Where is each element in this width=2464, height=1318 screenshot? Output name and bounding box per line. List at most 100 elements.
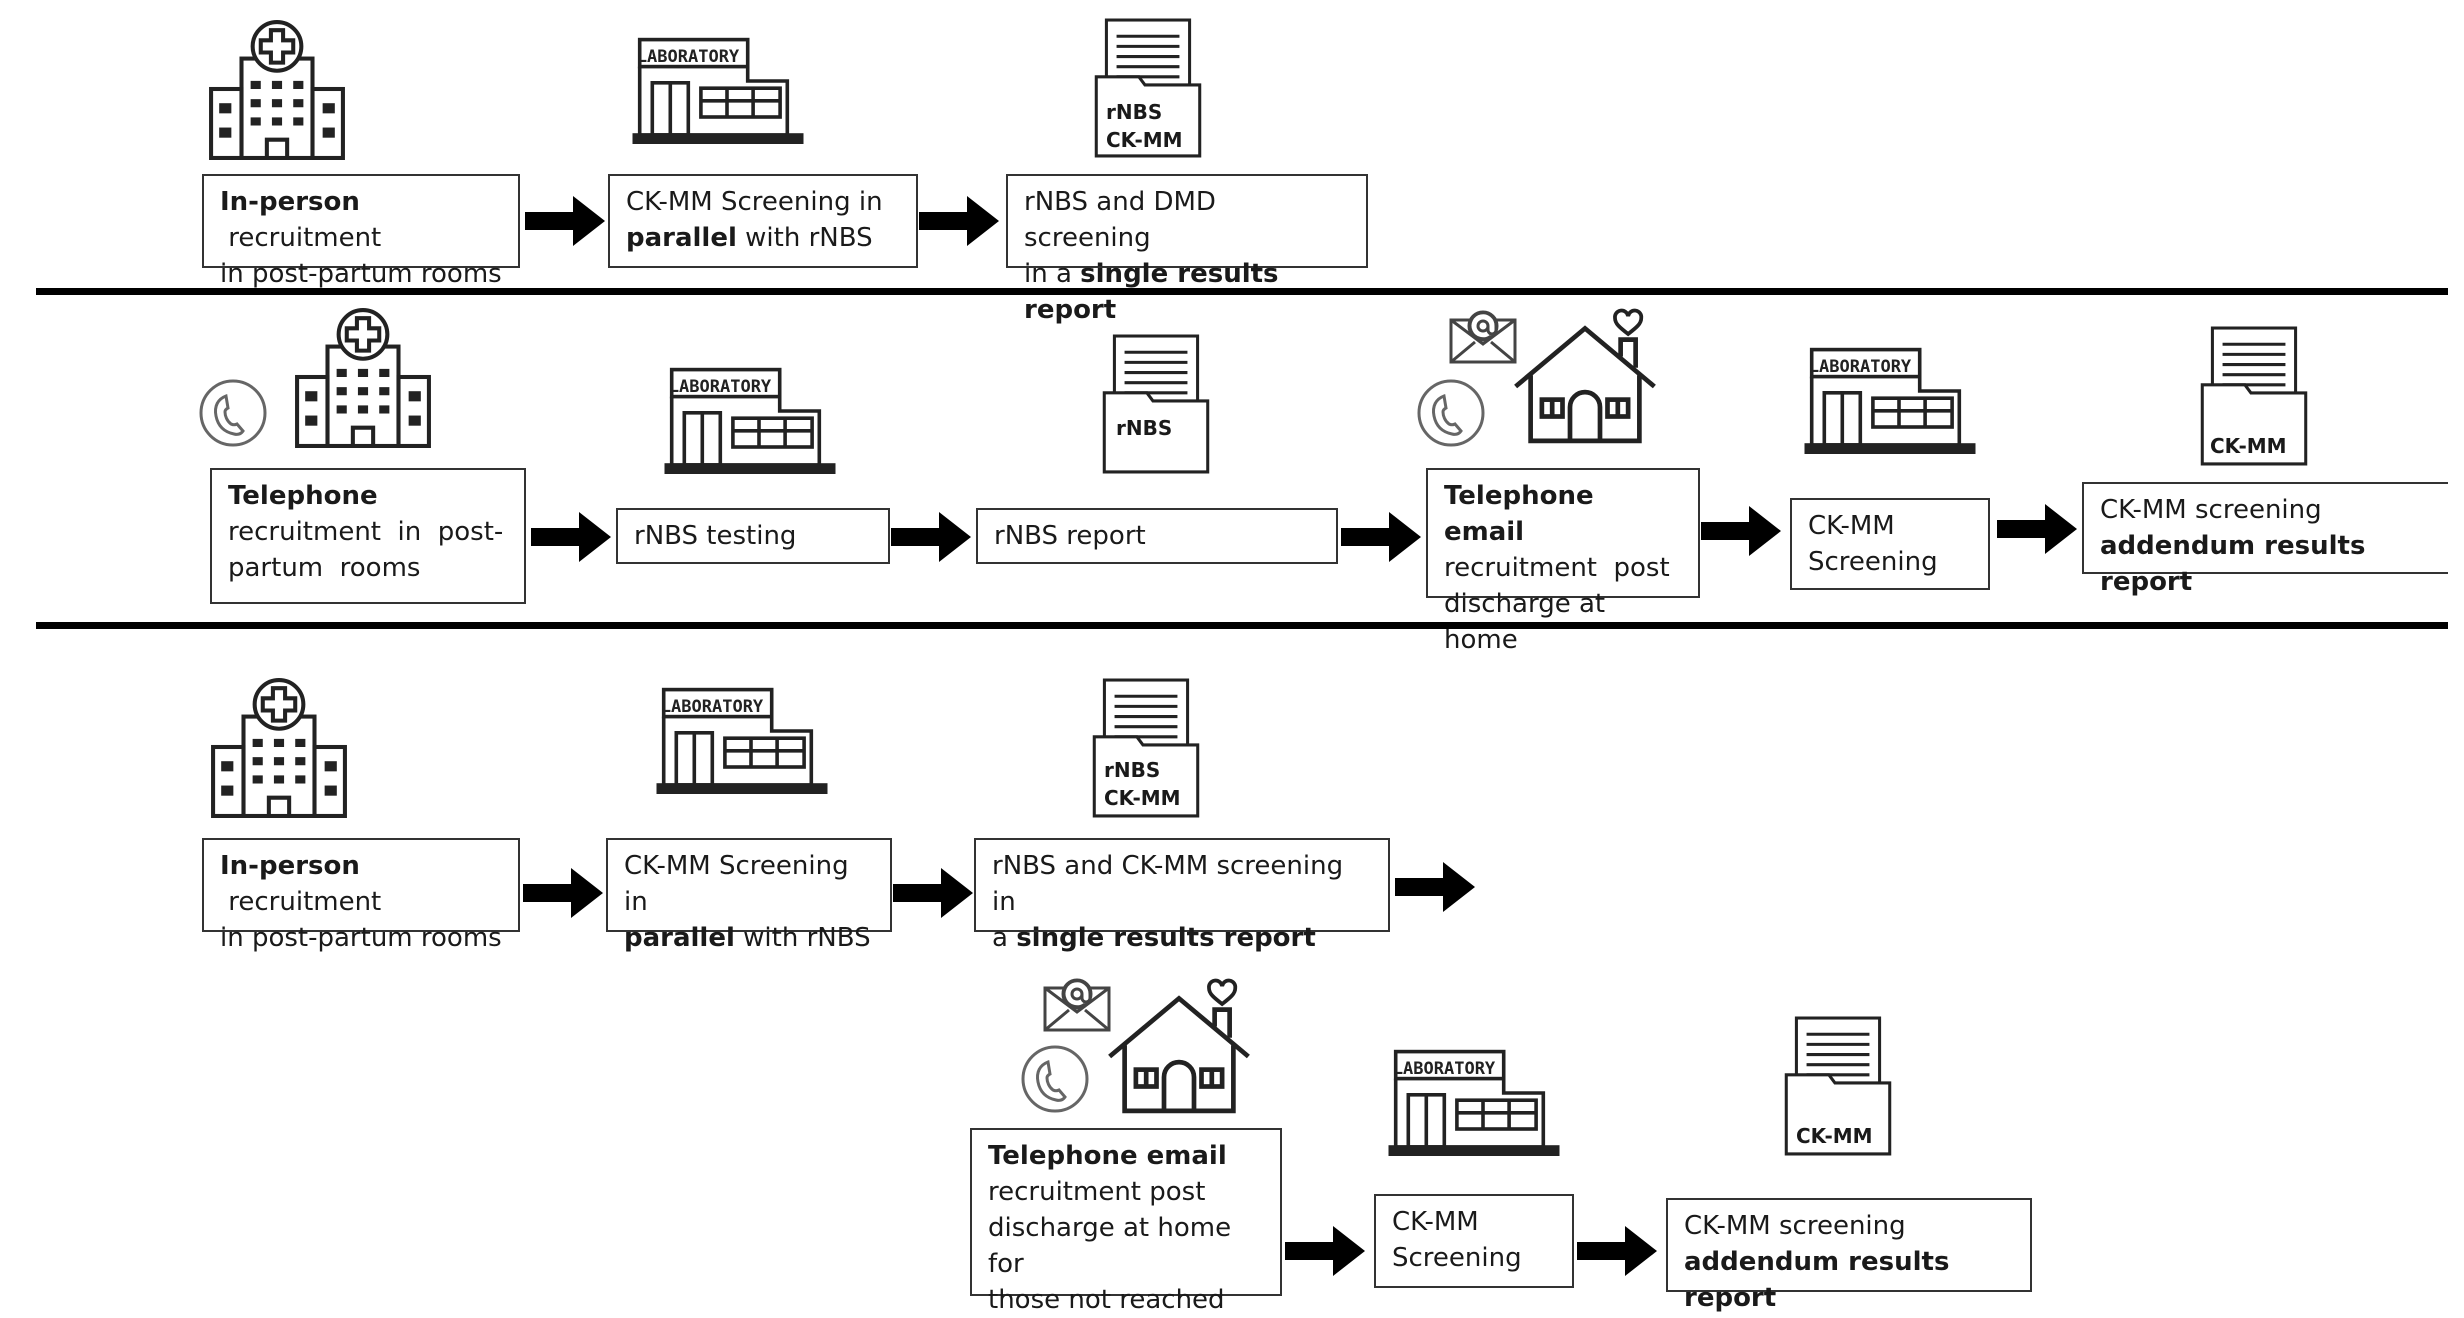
step-text: a bbox=[992, 923, 1017, 953]
step-bold-text: Telephone bbox=[228, 481, 378, 511]
step-text: CK-MM screening bbox=[1684, 1211, 1906, 1241]
step-in-person-recruitment: In-person recruitment in post-partum roo… bbox=[202, 174, 520, 289]
step-text: CK-MM Screening in bbox=[624, 851, 849, 917]
phone-icon bbox=[198, 378, 268, 448]
folder-label: CK-MM bbox=[1796, 1122, 1873, 1150]
hospital-icon bbox=[292, 306, 434, 448]
laboratory-icon: LABORATORY bbox=[654, 366, 846, 474]
step-single-results-report: rNBS and CK-MM screening in a single res… bbox=[974, 838, 1390, 953]
step-ckmm-screening: CK-MM Screening bbox=[1374, 1194, 1574, 1288]
step-ckmm-parallel-screening: CK-MM Screening in parallel with rNBS bbox=[606, 838, 892, 953]
step-text: with rNBS bbox=[734, 923, 871, 953]
arrow-icon bbox=[1996, 504, 2078, 554]
section-divider bbox=[36, 288, 2448, 295]
arrow-icon bbox=[524, 196, 606, 246]
step-text: rNBS and CK-MM screening in bbox=[992, 851, 1344, 917]
step-text: recruitment bbox=[220, 887, 382, 917]
step-text: Screening bbox=[1392, 1243, 1522, 1273]
hospital-icon bbox=[208, 676, 350, 818]
document-folder-icon bbox=[1100, 334, 1212, 476]
step-text: recruitment post bbox=[988, 1177, 1206, 1207]
step-text: rNBS report bbox=[994, 521, 1146, 551]
folder-label: rNBS CK-MM bbox=[1106, 98, 1183, 154]
step-bold-text: single results report bbox=[1016, 923, 1316, 953]
folder-label: rNBS CK-MM bbox=[1104, 756, 1181, 812]
phone-icon bbox=[1416, 378, 1486, 448]
arrow-icon bbox=[890, 512, 972, 562]
step-addendum-results-report: CK-MM screening addendum results report bbox=[1666, 1198, 2032, 1313]
laboratory-sign: LABORATORY bbox=[669, 377, 772, 397]
folder-label-line: CK-MM bbox=[1104, 786, 1181, 810]
laboratory-icon: LABORATORY bbox=[646, 686, 838, 794]
step-text: those not reached bbox=[988, 1285, 1225, 1315]
step-bold-text: In-person bbox=[220, 187, 360, 217]
step-telephone-email-recruitment: Telephone email recruitment post dischar… bbox=[1426, 468, 1700, 655]
step-text: recruitment bbox=[220, 223, 382, 253]
folder-label: CK-MM bbox=[2210, 432, 2287, 460]
step-bold-text: addendum results report bbox=[2100, 531, 2366, 597]
folder-label-line: CK-MM bbox=[1796, 1124, 1873, 1148]
step-bold-text: single results report bbox=[1024, 259, 1279, 325]
step-telephone-recruitment: Telephone recruitment in post- partum ro… bbox=[210, 468, 526, 604]
section-divider bbox=[36, 622, 2448, 629]
email-icon bbox=[1448, 306, 1518, 366]
folder-label-line: CK-MM bbox=[2210, 434, 2287, 458]
arrow-icon bbox=[522, 868, 604, 918]
arrow-icon bbox=[1700, 506, 1782, 556]
step-single-results-report: rNBS and DMD screening in a single resul… bbox=[1006, 174, 1368, 325]
step-text: recruitment post bbox=[1444, 553, 1670, 583]
arrow-icon bbox=[918, 196, 1000, 246]
folder-label-line: rNBS bbox=[1116, 416, 1173, 440]
step-text: partum rooms bbox=[228, 553, 421, 583]
step-in-person-recruitment: In-person recruitment in post-partum roo… bbox=[202, 838, 520, 953]
step-rnbs-testing: rNBS testing bbox=[616, 508, 890, 564]
laboratory-icon: LABORATORY bbox=[1378, 1048, 1570, 1156]
laboratory-sign: LABORATORY bbox=[661, 697, 764, 717]
laboratory-icon: LABORATORY bbox=[1794, 346, 1986, 454]
house-icon bbox=[1104, 976, 1254, 1122]
laboratory-sign: LABORATORY bbox=[1393, 1059, 1496, 1079]
laboratory-sign: LABORATORY bbox=[1809, 357, 1912, 377]
arrow-icon bbox=[530, 512, 612, 562]
step-ckmm-screening: CK-MM Screening bbox=[1790, 498, 1990, 590]
step-text: discharge at home for bbox=[988, 1213, 1232, 1279]
arrow-icon bbox=[1284, 1226, 1366, 1276]
folder-label-line: rNBS bbox=[1104, 758, 1161, 782]
step-text: CK-MM screening bbox=[2100, 495, 2322, 525]
hospital-icon bbox=[206, 18, 348, 160]
folder-label: rNBS bbox=[1116, 414, 1172, 442]
folder-label-line: CK-MM bbox=[1106, 128, 1183, 152]
folder-label-line: rNBS bbox=[1106, 100, 1163, 124]
arrow-icon bbox=[892, 868, 974, 918]
step-telephone-email-recruitment: Telephone email recruitment post dischar… bbox=[970, 1128, 1282, 1315]
laboratory-icon: LABORATORY bbox=[622, 36, 814, 144]
step-text: rNBS and DMD screening bbox=[1024, 187, 1216, 253]
step-text: with rNBS bbox=[736, 223, 873, 253]
step-text: discharge at home bbox=[1444, 589, 1606, 655]
laboratory-sign: LABORATORY bbox=[637, 47, 740, 67]
step-text: rNBS testing bbox=[634, 521, 797, 551]
email-icon bbox=[1042, 974, 1112, 1034]
step-text: CK-MM Screening in bbox=[626, 187, 883, 217]
step-bold-text: parallel bbox=[624, 923, 735, 953]
step-ckmm-parallel-screening: CK-MM Screening in parallel with rNBS bbox=[608, 174, 918, 268]
step-text: CK-MM bbox=[1808, 511, 1895, 541]
step-bold-text: addendum results report bbox=[1684, 1247, 1950, 1313]
step-text: in a bbox=[1024, 259, 1081, 289]
step-bold-text: parallel bbox=[626, 223, 737, 253]
house-icon bbox=[1510, 306, 1660, 452]
step-rnbs-report: rNBS report bbox=[976, 508, 1338, 564]
step-text: in post-partum rooms bbox=[220, 923, 502, 953]
step-text: Screening bbox=[1808, 547, 1938, 577]
step-text: in post-partum rooms bbox=[220, 259, 502, 289]
step-bold-text: Telephone email bbox=[1444, 481, 1594, 547]
step-bold-text: In-person bbox=[220, 851, 360, 881]
step-text: CK-MM bbox=[1392, 1207, 1479, 1237]
phone-icon bbox=[1020, 1044, 1090, 1114]
arrow-icon bbox=[1576, 1226, 1658, 1276]
step-bold-text: Telephone email bbox=[988, 1141, 1227, 1171]
arrow-icon bbox=[1340, 512, 1422, 562]
step-text: recruitment in post- bbox=[228, 517, 504, 547]
step-addendum-results-report: CK-MM screening addendum results report bbox=[2082, 482, 2448, 597]
arrow-icon bbox=[1394, 862, 1476, 912]
